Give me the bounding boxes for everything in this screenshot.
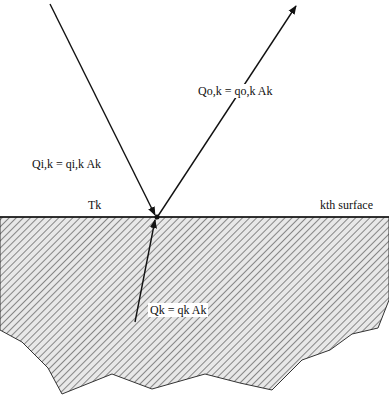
annotation-label: Tk: [86, 198, 103, 212]
annotation-label: kth surface: [318, 198, 375, 212]
annotation-label: Qk = qk Ak: [148, 303, 208, 317]
annotation-label: Qi,k = qi,k Ak: [30, 157, 103, 171]
incident-ray: [50, 4, 155, 215]
solid-body: [0, 217, 389, 394]
surface-point: [155, 215, 160, 220]
annotation-label: Qo,k = qo,k Ak: [196, 84, 274, 98]
surface-line: [0, 216, 389, 218]
outgoing-ray: [158, 6, 296, 216]
